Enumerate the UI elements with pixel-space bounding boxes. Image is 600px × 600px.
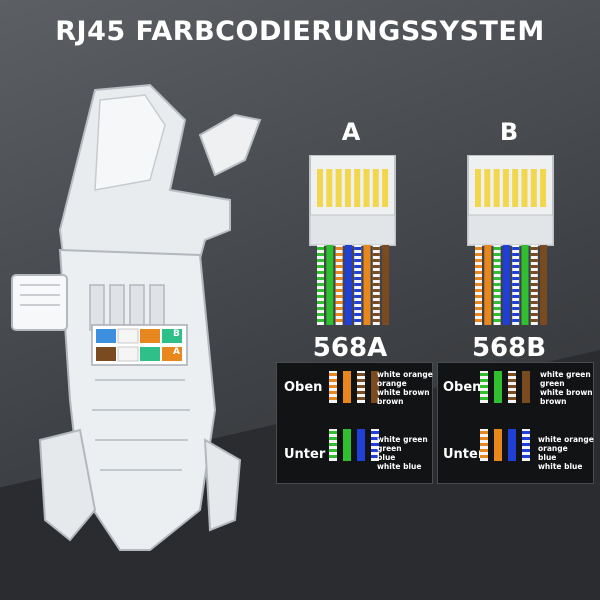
- page-title: RJ45 FARBCODIERUNGSSYSTEM: [55, 16, 545, 47]
- wire-pair-icon: [329, 371, 379, 403]
- orange-wire: [343, 371, 351, 403]
- contact-pin: [475, 169, 481, 207]
- contact-pin: [335, 169, 342, 207]
- rj45-keystone-connector-icon: [11, 83, 262, 551]
- wire-name: orange: [538, 444, 568, 453]
- wire-name: brown: [377, 397, 404, 406]
- contact-pin: [363, 169, 370, 207]
- wire-name-list: white orange orange blue white blue: [538, 435, 594, 471]
- white-brown-wire: [357, 371, 365, 403]
- white-brown-wire: [530, 245, 538, 325]
- contact-pin: [530, 169, 537, 207]
- wire-pair-icon: [480, 429, 530, 461]
- rj45-plug-icon: [309, 155, 396, 325]
- legend-568b: Oben white green green white brown brown…: [437, 362, 594, 484]
- wire-name: white blue: [538, 462, 583, 471]
- green-wire: [521, 245, 529, 325]
- brown-wire: [371, 371, 379, 403]
- orange-wire: [363, 245, 371, 325]
- brown-wire: [382, 245, 390, 325]
- orange-wire: [494, 429, 502, 461]
- wire-name: white orange: [377, 370, 433, 379]
- row-label-oben: Oben: [443, 380, 482, 395]
- wire-name: white brown: [540, 388, 593, 397]
- wire-name: blue: [538, 453, 557, 462]
- contact-pin: [493, 169, 500, 207]
- wire-name: green: [377, 444, 402, 453]
- white-blue-wire: [354, 245, 362, 325]
- white-blue-wire: [522, 429, 530, 461]
- wire-pair-icon: [480, 371, 530, 403]
- wire-name: white green: [377, 435, 428, 444]
- standard-b-name: 568B: [471, 333, 547, 363]
- row-label-unter: Unter: [284, 447, 326, 462]
- wire-name: green: [540, 379, 565, 388]
- contact-pin: [484, 169, 491, 207]
- rj45-plug-icon: [467, 155, 554, 325]
- green-wire: [343, 429, 351, 461]
- contact-pin: [512, 169, 519, 207]
- module-label-top: B: [173, 329, 180, 339]
- standard-b-letter: B: [499, 118, 519, 146]
- white-green-wire: [493, 245, 501, 325]
- orange-wire: [484, 245, 492, 325]
- contact-pin: [521, 169, 528, 207]
- contact-pin: [326, 169, 333, 207]
- contact-pin: [502, 169, 509, 207]
- blue-wire: [357, 429, 365, 461]
- contact-pin: [540, 169, 547, 207]
- wire-name: orange: [377, 379, 407, 388]
- green-wire: [494, 371, 502, 403]
- white-green-wire: [329, 429, 337, 461]
- contact-pin: [317, 169, 323, 207]
- contact-pin: [354, 169, 361, 207]
- wire-name-list: white green green white brown brown: [540, 370, 593, 406]
- white-green-wire: [480, 371, 488, 403]
- blue-wire: [502, 245, 510, 325]
- wire-name: blue: [377, 453, 396, 462]
- brown-wire: [540, 245, 548, 325]
- green-wire: [326, 245, 334, 325]
- white-blue-wire: [371, 429, 379, 461]
- wire-name: white brown: [377, 388, 430, 397]
- contact-pin: [382, 169, 389, 207]
- standard-a-letter: A: [341, 118, 361, 146]
- wire-name: white blue: [377, 462, 422, 471]
- white-blue-wire: [512, 245, 520, 325]
- blue-wire: [344, 245, 352, 325]
- wire-name-list: white green green blue white blue: [377, 435, 428, 471]
- wire-name: white green: [540, 370, 591, 379]
- contact-pin: [372, 169, 379, 207]
- white-orange-wire: [475, 245, 482, 325]
- module-label-bottom: A: [173, 347, 180, 357]
- wire-name: white orange: [538, 435, 594, 444]
- wire-name-list: white orange orange white brown brown: [377, 370, 433, 406]
- contact-pin: [344, 169, 351, 207]
- white-green-wire: [317, 245, 324, 325]
- row-label-oben: Oben: [284, 380, 323, 395]
- standard-a-name: 568A: [312, 333, 388, 363]
- white-brown-wire: [508, 371, 516, 403]
- row-label-unter: Unter: [443, 447, 485, 462]
- white-brown-wire: [372, 245, 380, 325]
- white-orange-wire: [335, 245, 343, 325]
- wire-pair-icon: [329, 429, 379, 461]
- legend-568a: Oben white orange orange white brown bro…: [276, 362, 433, 484]
- wire-name: brown: [540, 397, 567, 406]
- blue-wire: [508, 429, 516, 461]
- white-orange-wire: [329, 371, 337, 403]
- brown-wire: [522, 371, 530, 403]
- white-orange-wire: [480, 429, 488, 461]
